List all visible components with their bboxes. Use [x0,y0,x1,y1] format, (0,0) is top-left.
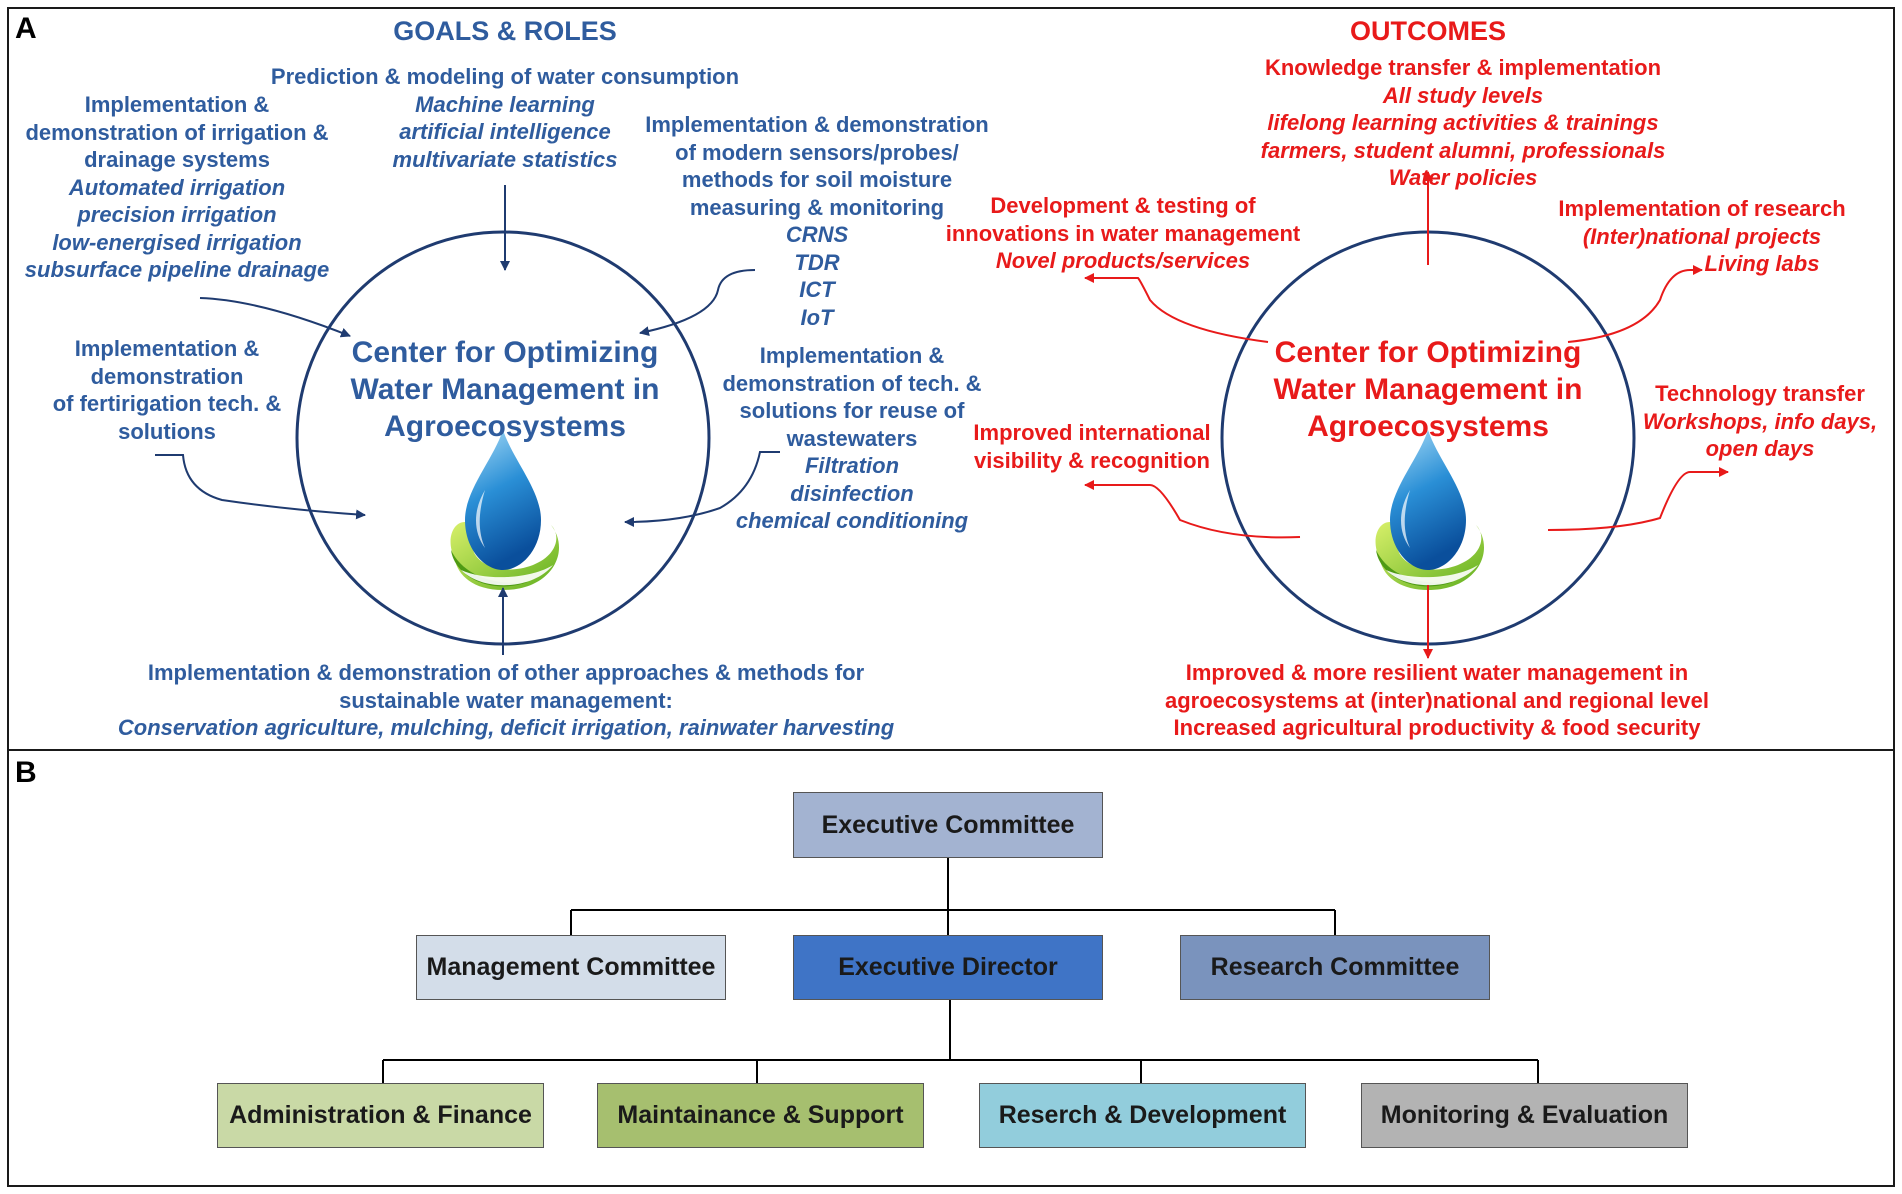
irrigation-block: Implementation & demonstration of irriga… [25,91,329,284]
fertirigation-title: demonstration [90,363,244,389]
tech-transfer-block: Technology transfer Workshops, info days… [1643,380,1877,463]
fertirigation-title: solutions [118,418,216,444]
left-center-title-line: Center for Optimizing [351,336,659,369]
knowledge-item: lifelong learning activities & trainings [1267,110,1659,135]
irrigation-item: precision irrigation [77,202,277,227]
arrow-tech-transfer [1547,467,1729,531]
wastewater-item: Filtration [804,453,900,478]
knowledge-item: Water policies [1388,165,1538,190]
wastewater-title: demonstration of tech. & [722,370,982,396]
sensors-title: Implementation & demonstration [645,112,989,137]
other-title: sustainable water management: [339,687,673,713]
research-item: (Inter)national projects [1582,223,1822,249]
arrow-irrigation [199,297,351,338]
irrigation-title: Implementation & [84,92,270,117]
prediction-item: multivariate statistics [392,146,618,172]
irrigation-title: drainage systems [84,147,270,172]
innovation-title: innovations in water management [945,220,1301,246]
visibility-title: visibility & recognition [974,447,1210,473]
sensors-item: TDR [794,249,840,275]
sensors-item: ICT [799,277,835,302]
goals-roles-heading: GOALS & ROLES [393,16,617,46]
innovation-block: Development & testing of innovations in … [946,192,1301,275]
research-development-box: Reserch & Development [979,1083,1306,1148]
prediction-block: Prediction & modeling of water consumpti… [271,63,739,173]
right-water-drop-leaf-icon [1375,430,1485,590]
outcomes-heading: OUTCOMES [1349,16,1507,46]
sensors-item: CRNS [785,222,849,247]
prediction-item: artificial intelligence [399,119,611,144]
wastewater-title: solutions for reuse of [739,398,965,423]
maintenance-support-box: Maintainance & Support [597,1083,924,1148]
tech-transfer-title: Technology transfer [1655,381,1865,406]
innovation-item: Novel products/services [995,248,1251,273]
tech-transfer-item: open days [1705,436,1815,461]
left-center-title: Center for Optimizing Water Management i… [351,334,660,445]
visibility-block: Improved international visibility & reco… [973,419,1210,474]
left-water-drop-leaf-icon [450,430,560,590]
arrow-visibility [1084,480,1301,539]
knowledge-item: All study levels [1382,82,1544,108]
fertirigation-block: Implementation & demonstration of fertir… [53,335,282,445]
left-center-title-line: Agroecosystems [384,410,626,443]
knowledge-item: farmers, student alumni, professionals [1260,137,1666,163]
prediction-title: Prediction & modeling of water consumpti… [270,64,740,89]
wastewater-title: Implementation & [759,343,945,368]
right-center-title-line: Water Management in [1273,373,1583,406]
arrow-fertirigation [155,454,366,520]
other-title: Implementation & demonstration of other … [147,660,865,685]
resilience-block: Improved & more resilient water manageme… [1165,659,1709,742]
monitoring-evaluation-box: Monitoring & Evaluation [1361,1083,1688,1148]
arrow-innovation [1084,273,1269,343]
fertirigation-title: of fertirigation tech. & [52,391,282,416]
sensors-title: measuring & monitoring [689,194,945,220]
arrow-sensors [639,269,756,337]
wastewater-item: chemical conditioning [735,508,969,533]
innovation-title: Development & testing of [990,193,1256,218]
arrow-research [1567,265,1703,343]
visibility-title: Improved international [973,420,1211,445]
knowledge-block: Knowledge transfer & implementation All … [1261,54,1666,192]
irrigation-item: subsurface pipeline drainage [24,257,330,282]
panel-b [7,749,1895,1187]
resilience-line: agroecosystems at (inter)national and re… [1164,687,1710,713]
research-block: Implementation of research (Inter)nation… [1558,195,1845,278]
irrigation-title: demonstration of irrigation & [25,119,329,145]
irrigation-item: low-energised irrigation [52,229,302,255]
sensors-item: IoT [800,304,834,330]
management-committee-box: Management Committee [416,935,726,1000]
panel-a-letter: A [15,12,37,45]
research-item: Living labs [1704,251,1820,276]
research-committee-box: Research Committee [1180,935,1490,1000]
prediction-item: Machine learning [415,91,595,117]
arrow-wastewater [624,451,780,527]
research-title: Implementation of research [1558,196,1846,221]
executive-director-box: Executive Director [793,935,1103,1000]
resilience-line: Increased agricultural productivity & fo… [1173,715,1701,740]
executive-committee-box: Executive Committee [793,792,1103,858]
administration-finance-box: Administration & Finance [217,1083,544,1148]
knowledge-title: Knowledge transfer & implementation [1264,55,1662,80]
fertirigation-title: Implementation & [74,336,260,361]
wastewater-item: disinfection [790,480,914,506]
wastewater-block: Implementation & demonstration of tech. … [722,342,981,535]
sensors-title: of modern sensors/probes/ [675,139,959,165]
sensors-title: methods for soil moisture [681,167,953,192]
tech-transfer-item: Workshops, info days, [1642,408,1878,434]
right-center-title: Center for Optimizing Water Management i… [1274,334,1583,445]
wastewater-title: wastewaters [786,425,918,451]
resilience-line: Improved & more resilient water manageme… [1185,660,1689,685]
other-item: Conservation agriculture, mulching, defi… [117,715,895,740]
irrigation-item: Automated irrigation [68,174,286,200]
right-center-title-line: Center for Optimizing [1274,336,1582,369]
sensors-block: Implementation & demonstration of modern… [645,111,988,331]
left-center-title-line: Water Management in [350,373,660,406]
right-center-title-line: Agroecosystems [1307,410,1549,443]
panel-b-letter: B [15,756,37,789]
other-approaches-block: Implementation & demonstration of other … [118,659,894,742]
